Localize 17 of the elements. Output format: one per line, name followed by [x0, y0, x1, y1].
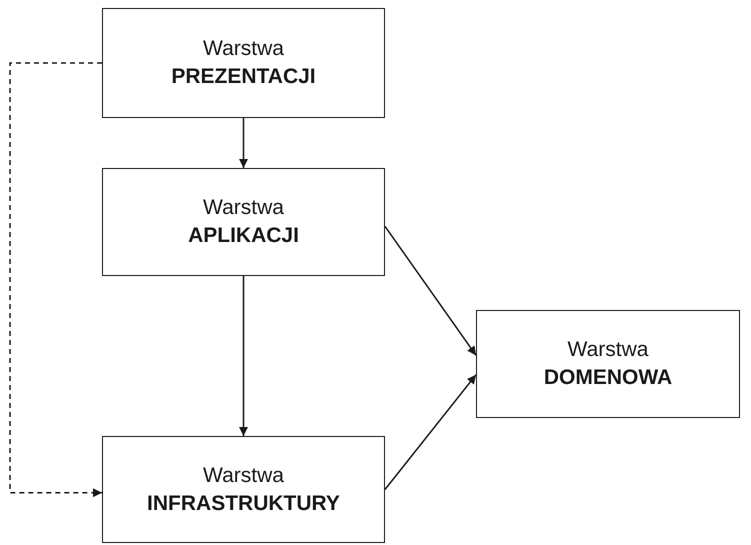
layer-label: Warstwa [203, 37, 284, 61]
layer-label: Warstwa [568, 338, 648, 362]
layer-box [102, 8, 385, 118]
layer-name: DOMENOWA [544, 366, 672, 390]
layer-name: PREZENTACJI [171, 65, 316, 89]
layer-box [102, 436, 385, 543]
arrow [384, 226, 477, 356]
layer-label: Warstwa [203, 464, 284, 488]
arrow [384, 374, 477, 490]
dashed-arrow [9, 62, 102, 498]
layer-name: APLIKACJI [188, 224, 299, 248]
layer-name: INFRASTRUKTURY [147, 492, 340, 516]
arrow [239, 276, 248, 436]
arrow [239, 118, 248, 168]
layer-box [102, 168, 385, 276]
layer-label: Warstwa [203, 196, 284, 220]
layer-box [476, 310, 740, 418]
